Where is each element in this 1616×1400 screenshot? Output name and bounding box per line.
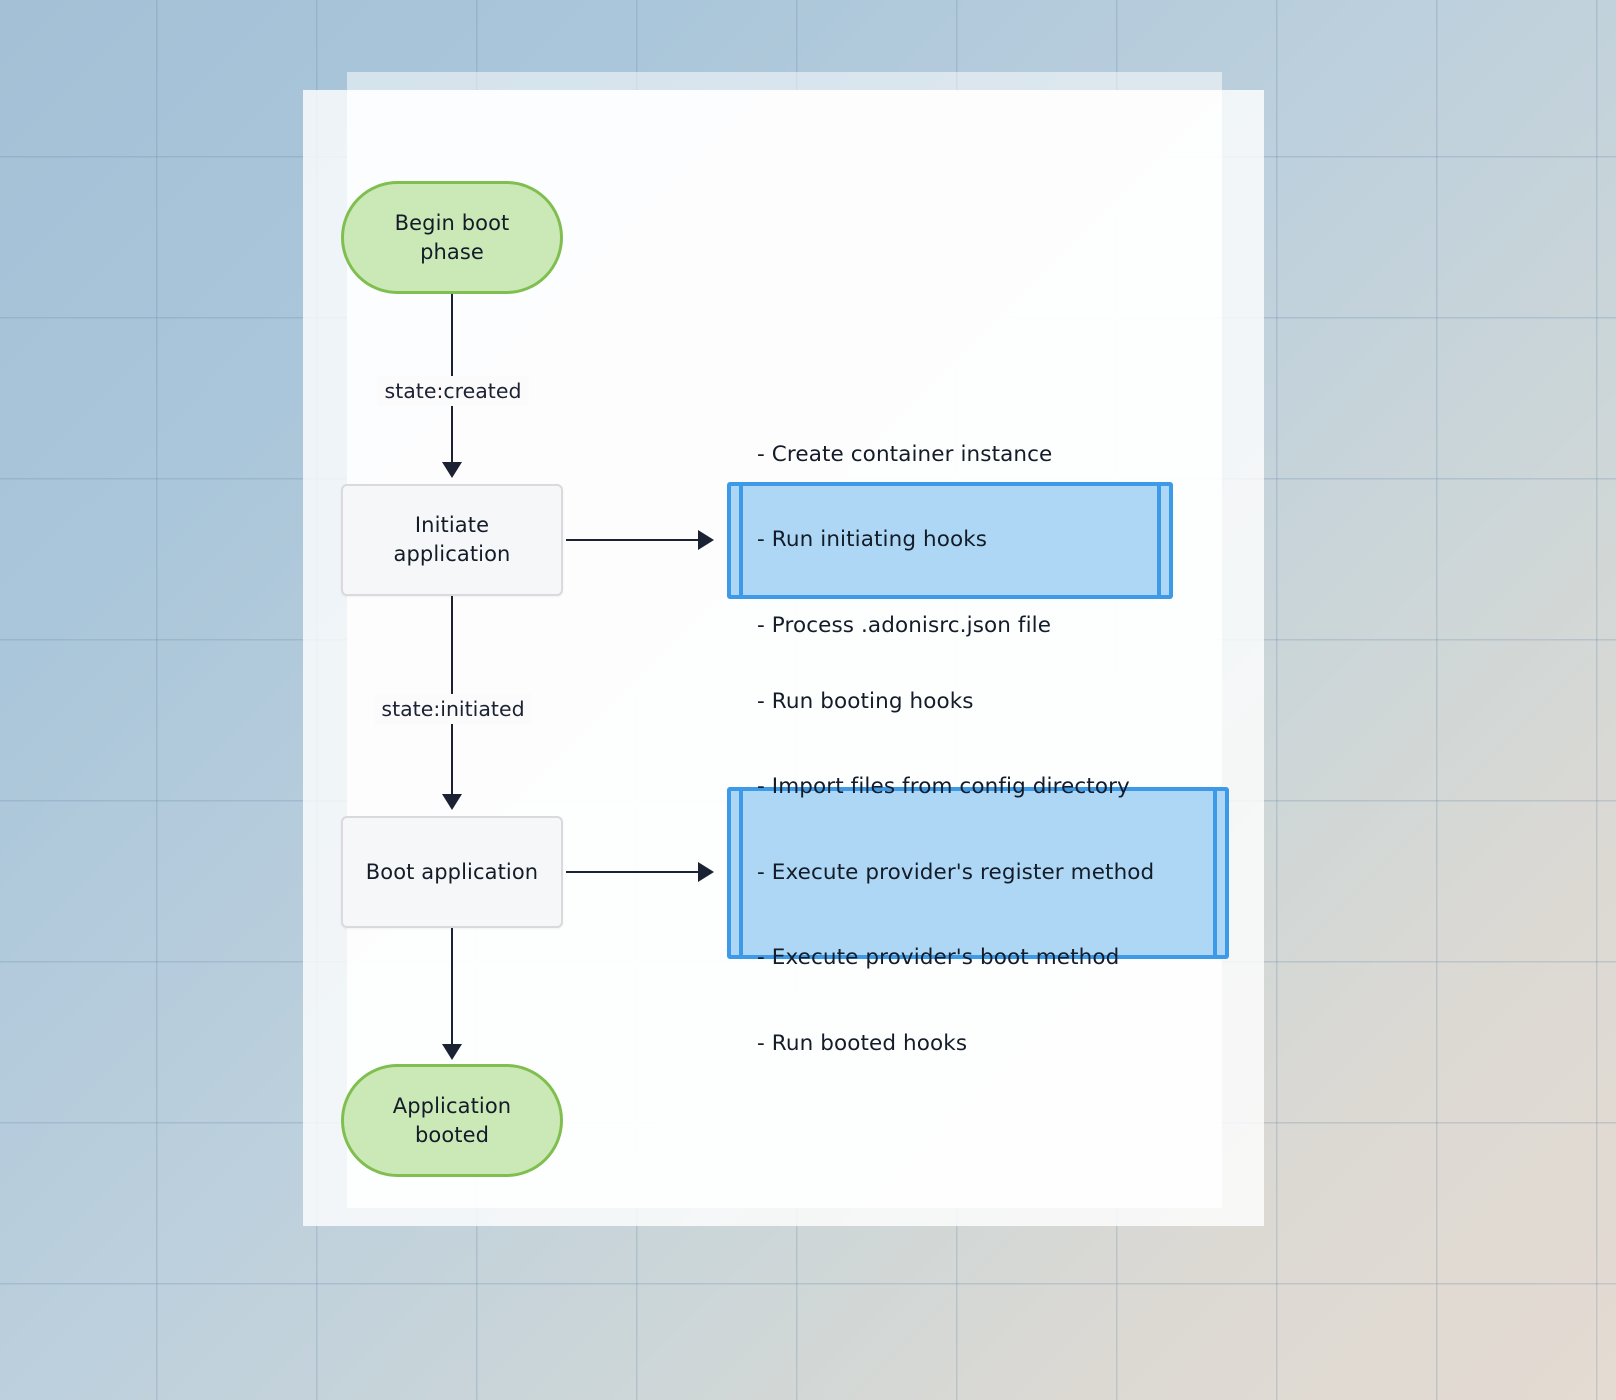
note-left-rule	[739, 787, 743, 959]
edge-boot-to-booted-arrowhead	[442, 1044, 462, 1060]
edge-label-state-created: state:created	[377, 376, 529, 406]
node-application-booted[interactable]: Application booted	[341, 1064, 563, 1177]
note-boot-item-2: - Import files from config directory	[757, 774, 1130, 800]
note-boot-application[interactable]: - Run booting hooks - Import files from …	[727, 689, 1229, 1056]
node-application-booted-label: Application booted	[393, 1092, 511, 1150]
node-booted-line1: Application	[392, 1093, 512, 1118]
note-initiate-item-1: - Create container instance	[757, 441, 1053, 467]
edge-initiate-to-note-arrowhead	[698, 530, 714, 550]
note-boot-item-1: - Run booting hooks	[757, 688, 974, 714]
note-initiate-item-3: - Process .adonisrc.json file	[757, 612, 1052, 638]
note-boot-list: - Run booting hooks - Import files from …	[731, 631, 1184, 1116]
node-initiate-line2: application	[393, 542, 511, 566]
note-initiate-item-2: - Run initiating hooks	[757, 527, 988, 553]
note-right-rule	[1157, 482, 1161, 599]
note-boot-item-3: - Execute provider's register method	[757, 859, 1155, 885]
node-initiate-application-label: Initiate application	[394, 511, 511, 569]
note-initiate-application[interactable]: - Create container instance - Run initia…	[727, 442, 1173, 638]
node-begin-boot-phase[interactable]: Begin boot phase	[341, 181, 563, 294]
node-begin-line1: Begin boot	[394, 210, 510, 235]
edge-label-state-initiated: state:initiated	[374, 694, 532, 724]
node-boot-application-label: Boot application	[365, 859, 539, 884]
note-initiate-list: - Create container instance - Run initia…	[731, 384, 1082, 698]
node-begin-boot-phase-label: Begin boot phase	[395, 209, 510, 267]
edge-initiate-to-note-line	[566, 539, 701, 542]
edge-begin-to-initiate-arrowhead	[442, 462, 462, 478]
edge-boot-to-note-arrowhead	[698, 862, 714, 882]
edge-boot-to-note-line	[566, 871, 701, 874]
node-begin-line2: phase	[420, 239, 484, 264]
note-left-rule	[739, 482, 743, 599]
note-boot-item-5: - Run booted hooks	[757, 1030, 968, 1056]
node-booted-line2: booted	[414, 1122, 490, 1147]
edge-initiate-to-boot-arrowhead	[442, 794, 462, 810]
note-right-rule	[1213, 787, 1217, 959]
note-boot-item-4: - Execute provider's boot method	[757, 945, 1120, 971]
node-initiate-line1: Initiate	[414, 513, 490, 537]
edge-boot-to-booted-line	[451, 928, 454, 1050]
node-boot-application[interactable]: Boot application	[341, 816, 563, 928]
node-initiate-application[interactable]: Initiate application	[341, 484, 563, 596]
